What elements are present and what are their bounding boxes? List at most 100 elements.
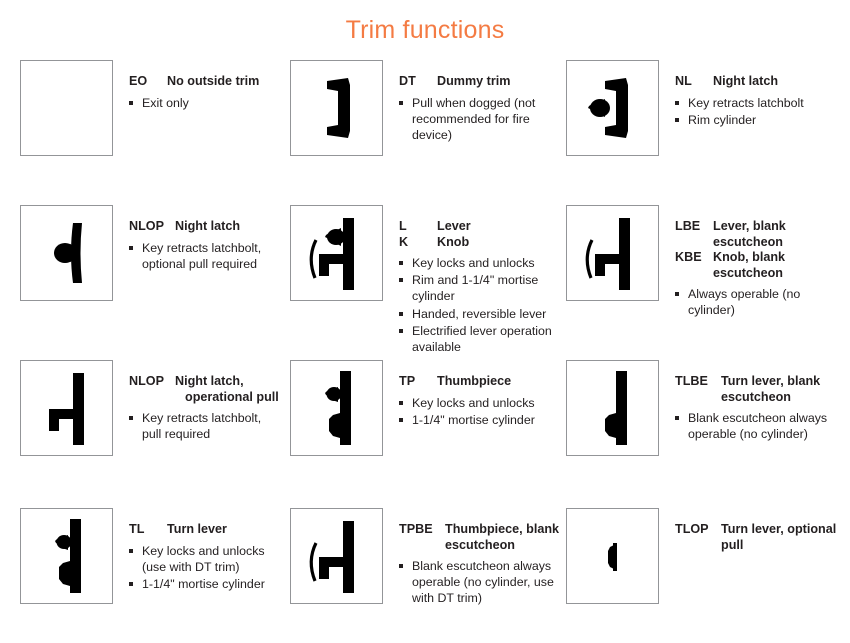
- trim-name: Night latch: [713, 74, 779, 88]
- trim-card-tlbe: TLBE Turn lever, blank escutcheon Blank …: [565, 360, 840, 508]
- trim-code: DT: [399, 74, 416, 88]
- trim-card-text: TLBE Turn lever, blank escutcheon Blank …: [659, 360, 839, 443]
- trim-bullet: Key retracts latchbolt, optional pull re…: [129, 240, 279, 272]
- trim-code: NL: [675, 74, 692, 88]
- trim-row: EO No outside trim Exit only DT: [10, 60, 840, 205]
- trim-bullets: Key locks and unlocks Rim and 1-1/4" mor…: [399, 255, 565, 355]
- trim-headings: L Lever K Knob: [399, 219, 565, 250]
- trim-bullet: Key locks and unlocks (use with DT trim): [129, 543, 279, 575]
- trim-bullet: Key locks and unlocks: [399, 395, 565, 411]
- trim-bullet: Rim cylinder: [675, 112, 839, 128]
- trim-card-text: LBE Lever, blank escutcheon KBE Knob, bl…: [659, 205, 839, 319]
- trim-code: TLBE: [675, 374, 708, 388]
- trim-headings: TL Turn lever: [129, 522, 279, 538]
- thumbpiece-blank-escutcheon-icon: [290, 508, 383, 604]
- trim-card-text: NL Night latch Key retracts latchbolt Ri…: [659, 60, 839, 129]
- trim-bullet: Key retracts latchbolt, pull required: [129, 410, 279, 442]
- turn-lever-cylinder-icon: [20, 508, 113, 604]
- trim-code: EO: [129, 74, 148, 88]
- trim-heading: DT Dummy trim: [399, 74, 565, 90]
- trim-heading: LBE Lever, blank escutcheon: [675, 219, 839, 250]
- trim-code: KBE: [675, 250, 702, 264]
- trim-bullet: 1-1/4" mortise cylinder: [129, 576, 279, 592]
- trim-name: Thumbpiece: [437, 374, 512, 388]
- trim-name: Turn lever, optional pull: [721, 522, 837, 552]
- trim-name: Lever, blank escutcheon: [713, 219, 786, 249]
- trim-row: TL Turn lever Key locks and unlocks (use…: [10, 508, 840, 628]
- trim-code: TPBE: [399, 522, 433, 536]
- trim-headings: TLBE Turn lever, blank escutcheon: [675, 374, 839, 405]
- trim-bullets: Key retracts latchbolt, optional pull re…: [129, 240, 279, 272]
- trim-headings: LBE Lever, blank escutcheon KBE Knob, bl…: [675, 219, 839, 281]
- trim-heading: NLOP Night latch: [129, 219, 279, 235]
- lever-knob-cylinder-icon: [290, 205, 383, 301]
- trim-name: Night latch: [175, 219, 241, 233]
- trim-bullets: Key retracts latchbolt Rim cylinder: [675, 95, 839, 128]
- lever-blank-escutcheon-icon: [566, 205, 659, 301]
- trim-functions-grid: EO No outside trim Exit only DT: [0, 46, 850, 628]
- turn-lever-blank-escutcheon-icon: [566, 360, 659, 456]
- trim-bullets: Blank escutcheon always operable (no cyl…: [399, 558, 565, 607]
- trim-bullet: Exit only: [129, 95, 279, 111]
- trim-card-dt: DT Dummy trim Pull when dogged (not reco…: [285, 60, 565, 205]
- trim-bullet: Key locks and unlocks: [399, 255, 565, 271]
- trim-card-tpbe: TPBE Thumbpiece, blank escutcheon Blank …: [285, 508, 565, 628]
- trim-bullet: Electrified lever operation available: [399, 323, 565, 355]
- turn-lever-optional-pull-icon: [566, 508, 659, 604]
- page-title: Trim functions: [345, 16, 505, 44]
- blank-plate-icon: [20, 60, 113, 156]
- trim-name: Thumbpiece, blank escutcheon: [445, 522, 560, 552]
- trim-card-lever-knob: L Lever K Knob Key locks and unlocks Rim…: [285, 205, 565, 360]
- night-latch-plate-cylinder-icon: [20, 205, 113, 301]
- trim-bullets: Exit only: [129, 95, 279, 111]
- trim-headings: TPBE Thumbpiece, blank escutcheon: [399, 522, 565, 553]
- trim-name: Knob: [437, 234, 470, 249]
- trim-bullet: Rim and 1-1/4" mortise cylinder: [399, 272, 565, 304]
- night-latch-pull-cylinder-icon: [566, 60, 659, 156]
- trim-heading: L Lever: [399, 219, 565, 235]
- trim-headings: NL Night latch: [675, 74, 839, 90]
- trim-heading: NLOP Night latch,: [129, 374, 279, 390]
- trim-bullets: Key locks and unlocks (use with DT trim)…: [129, 543, 279, 593]
- trim-name: Knob, blank escutcheon: [713, 250, 786, 280]
- trim-heading: TLBE Turn lever, blank escutcheon: [675, 374, 839, 405]
- trim-name: No outside trim: [167, 74, 260, 88]
- trim-heading: TL Turn lever: [129, 522, 279, 538]
- trim-card-text: EO No outside trim Exit only: [113, 60, 279, 112]
- trim-card-nl: NL Night latch Key retracts latchbolt Ri…: [565, 60, 840, 205]
- trim-row: NLOP Night latch Key retracts latchbolt,…: [10, 205, 840, 360]
- trim-card-text: DT Dummy trim Pull when dogged (not reco…: [383, 60, 565, 144]
- trim-card-text: NLOP Night latch Key retracts latchbolt,…: [113, 205, 279, 273]
- trim-card-text: TL Turn lever Key locks and unlocks (use…: [113, 508, 279, 593]
- trim-headings: NLOP Night latch, operational pull: [129, 374, 279, 405]
- trim-code: TLOP: [675, 522, 709, 536]
- night-latch-operational-pull-icon: [20, 360, 113, 456]
- dummy-trim-pull-icon: [290, 60, 383, 156]
- trim-bullet: Always operable (no cylinder): [675, 286, 839, 318]
- trim-bullet: Key retracts latchbolt: [675, 95, 839, 111]
- trim-name: Turn lever, blank escutcheon: [721, 374, 821, 404]
- trim-card-text: TLOP Turn lever, optional pull: [659, 508, 839, 557]
- trim-headings: NLOP Night latch: [129, 219, 279, 235]
- trim-bullets: Key retracts latchbolt, pull required: [129, 410, 279, 442]
- trim-bullets: Key locks and unlocks 1-1/4" mortise cyl…: [399, 395, 565, 428]
- trim-heading: K Knob: [399, 235, 565, 251]
- trim-name: Night latch,: [175, 374, 244, 388]
- trim-code: TL: [129, 522, 145, 536]
- trim-bullet: Handed, reversible lever: [399, 306, 565, 322]
- trim-headings: DT Dummy trim: [399, 74, 565, 90]
- trim-code: NLOP: [129, 219, 164, 233]
- trim-bullets: Always operable (no cylinder): [675, 286, 839, 318]
- trim-card-text: TP Thumbpiece Key locks and unlocks 1-1/…: [383, 360, 565, 429]
- trim-bullet: Pull when dogged (not recommended for fi…: [399, 95, 565, 144]
- trim-card-text: L Lever K Knob Key locks and unlocks Rim…: [383, 205, 565, 356]
- trim-code: K: [399, 234, 409, 249]
- trim-name: Turn lever: [167, 522, 227, 536]
- trim-code: TP: [399, 374, 416, 388]
- trim-bullets: Blank escutcheon always operable (no cyl…: [675, 410, 839, 442]
- trim-name-continued: operational pull: [185, 389, 279, 404]
- trim-code: NLOP: [129, 374, 164, 388]
- trim-code: L: [399, 219, 407, 233]
- trim-code: LBE: [675, 219, 701, 233]
- trim-heading: EO No outside trim: [129, 74, 279, 90]
